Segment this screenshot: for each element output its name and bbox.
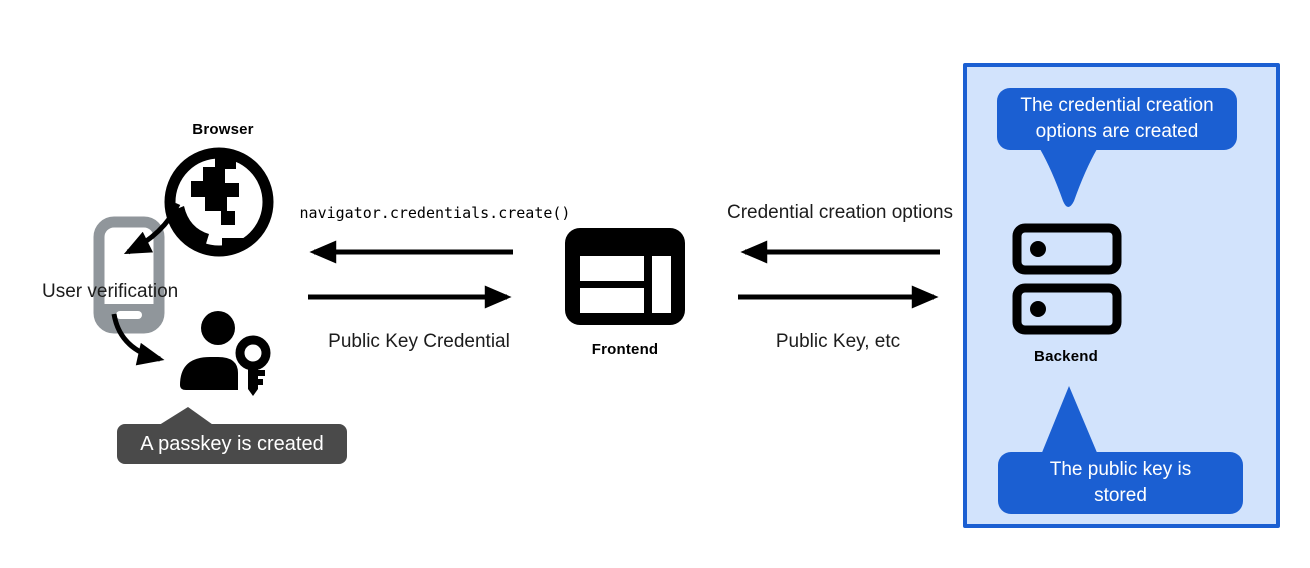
public-key-stored-tooltip: The public key is stored	[998, 452, 1243, 514]
user-verification-label: User verification	[42, 281, 179, 302]
credential-creation-options-label: Credential creation options	[726, 202, 954, 223]
public-key-credential-label: Public Key Credential	[328, 331, 510, 352]
passkey-created-tooltip: A passkey is created	[117, 424, 347, 464]
backend-server-icon	[1012, 223, 1122, 335]
create-call-label: navigator.credentials.create()	[299, 204, 571, 222]
bottom-tooltip-pointer	[1041, 386, 1098, 455]
passkey-user-icon	[180, 311, 271, 396]
passkey-tooltip-pointer	[156, 407, 216, 427]
frontend-label: Frontend	[591, 341, 659, 358]
public-key-etc-label: Public Key, etc	[775, 331, 901, 352]
arrow-globe-to-phone	[123, 202, 181, 255]
credential-options-created-tooltip: The credential creation options are crea…	[997, 88, 1237, 150]
frontend-icon	[565, 228, 685, 325]
browser-label: Browser	[192, 121, 254, 138]
browser-globe-icon	[164, 147, 274, 257]
top-tooltip-pointer	[1040, 149, 1097, 207]
backend-label: Backend	[1034, 348, 1098, 365]
arrow-phone-to-passkey	[111, 313, 165, 366]
